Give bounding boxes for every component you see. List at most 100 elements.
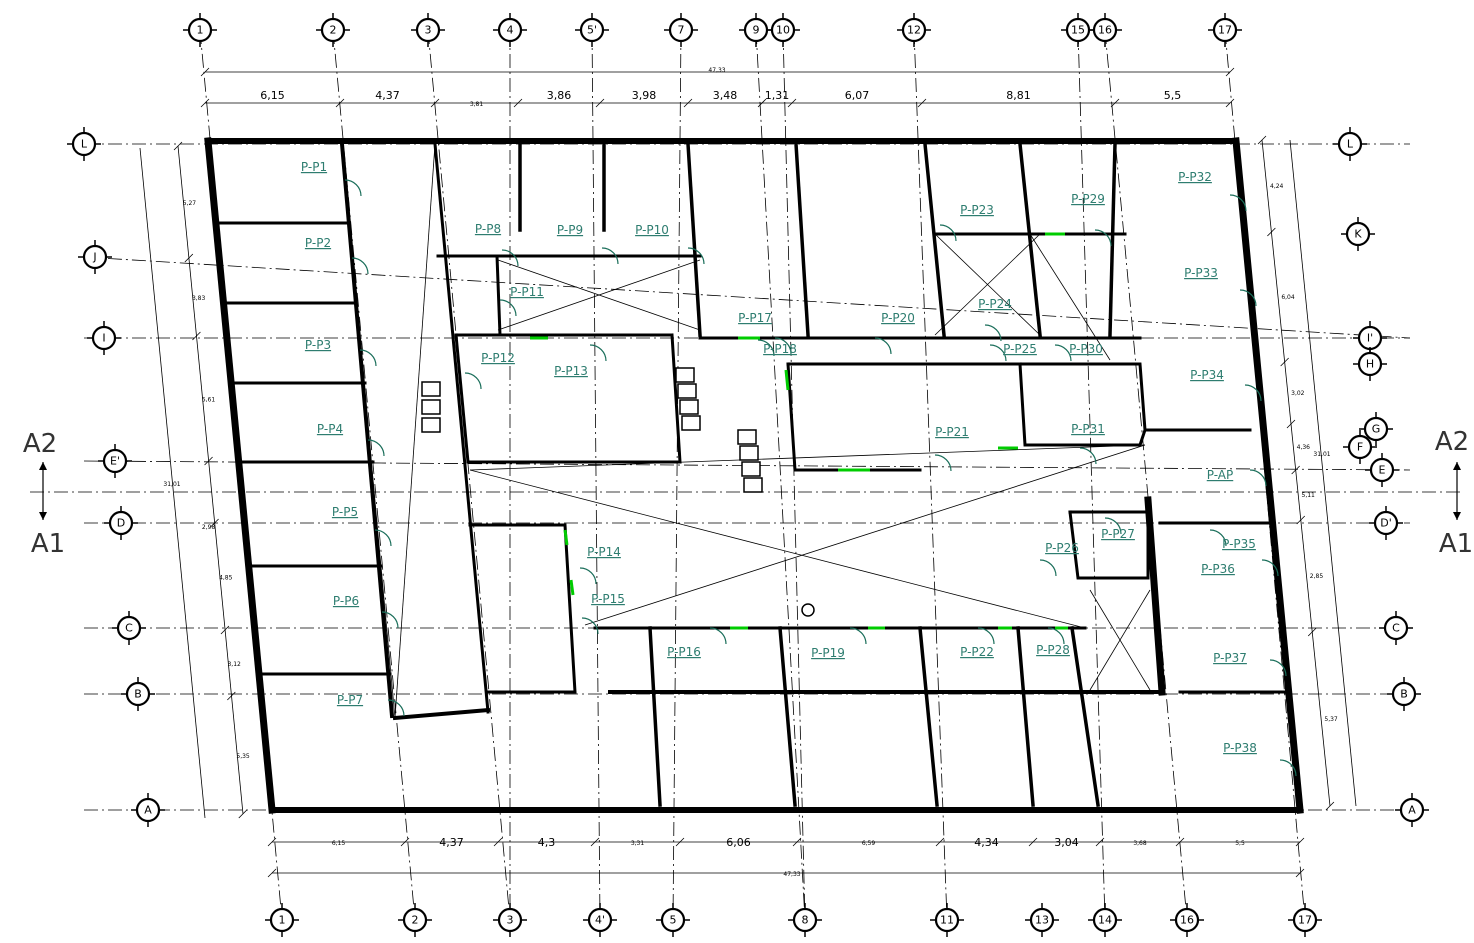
door: P-P26 [1039, 541, 1079, 577]
dim-bottom: 5,5 [1235, 840, 1245, 847]
door-swing-arc [1209, 529, 1227, 547]
axis-label: 5' [587, 24, 597, 37]
dim-tick [227, 691, 236, 701]
axis-label: F [1357, 441, 1363, 454]
axis-label: C [1392, 622, 1400, 635]
door-label: P-P19 [811, 646, 845, 660]
door-swing-arc [1054, 344, 1072, 362]
door-swing-arc [874, 337, 892, 355]
void-cross [497, 259, 701, 331]
dim-tick [675, 837, 685, 847]
door-swing-arc [387, 699, 405, 717]
right-axis-bubble: G [1359, 412, 1393, 446]
atrium-line [584, 444, 1146, 626]
axis-label: 2 [330, 24, 337, 37]
door-label: P-P9 [557, 223, 583, 237]
door-label: P-P25 [1003, 342, 1037, 356]
room-outline [786, 362, 1252, 432]
door-label: P-P10 [635, 223, 669, 237]
axis-label: G [1372, 423, 1381, 436]
axis-label: 2 [412, 914, 419, 927]
dim-top: 6,07 [845, 89, 870, 102]
door: P-P13 [554, 344, 607, 378]
dim-line-left [177, 145, 244, 815]
door: P-P11 [499, 285, 544, 317]
bottom-axis-bubble: 14 [1088, 903, 1122, 937]
atrium-line [341, 143, 396, 719]
dim-tick [1286, 419, 1296, 429]
atrium-line [469, 444, 1146, 471]
right-axis-bubble: L [1333, 127, 1367, 161]
dim-tick [1280, 357, 1289, 367]
door-swing-arc [1269, 659, 1287, 677]
column-circle [801, 603, 815, 617]
vertical-gridline [427, 29, 511, 921]
left-axis-bubble: B [121, 677, 155, 711]
door-swing-arc [581, 617, 599, 635]
axis-label: 4' [595, 914, 605, 927]
door-label: P-P22 [960, 645, 994, 659]
door-swing-arc [344, 179, 362, 197]
door-swing-arc [381, 611, 399, 629]
right-axis-bubble: K [1341, 217, 1375, 251]
door-swing-arc [1239, 289, 1257, 307]
fixture-box [675, 367, 695, 383]
door-label: P-P17 [738, 311, 772, 325]
bottom-axis-bubble: 3 [493, 903, 527, 937]
door: P-P34 [1190, 368, 1262, 402]
door-label: P-AP [1207, 468, 1233, 482]
vertical-gridline [591, 29, 601, 921]
dim-top: 3,81 [470, 101, 484, 108]
door: P-P38 [1223, 741, 1297, 777]
dim-bottom: 3,68 [1133, 840, 1147, 847]
door: P-P15 [581, 592, 625, 635]
door: P-P4 [317, 422, 385, 457]
dim-bottom: 6,59 [862, 840, 876, 847]
room-outline [468, 523, 577, 694]
door-swing-arc [367, 439, 385, 457]
door-label: P-P14 [587, 545, 621, 559]
top-axis-bubble: 5' [575, 13, 609, 47]
door-swing-arc [849, 627, 867, 645]
door: P-AP [1207, 468, 1267, 487]
right-axis-bubble: E [1365, 453, 1399, 487]
axis-label: 8 [802, 914, 809, 927]
dim-left: 5,27 [183, 200, 197, 207]
green-opening [563, 529, 569, 546]
dim-total-right: 31,01 [1313, 451, 1330, 458]
axis-label: 3 [425, 24, 432, 37]
door: P-P5 [332, 505, 392, 547]
axis-label: L [1347, 138, 1354, 151]
door-swing-arc [1079, 447, 1097, 465]
top-axis-bubble: 2 [316, 13, 350, 47]
door-swing-arc [1104, 517, 1122, 535]
dim-tick [935, 837, 945, 847]
dim-tick [430, 98, 440, 108]
door: P-P33 [1184, 266, 1257, 307]
dim-tick [590, 837, 600, 847]
dim-bottom: 6,06 [726, 836, 751, 849]
outer-wall-left [204, 137, 276, 814]
door: P-P28 [1036, 627, 1070, 657]
dim-top: 5,5 [1164, 89, 1182, 102]
dim-right: 5,11 [1302, 492, 1316, 499]
section-mark-right-top: A2 [1435, 427, 1469, 457]
axis-label: 16 [1098, 24, 1112, 37]
door-swing-arc [774, 337, 792, 355]
green-opening [784, 369, 790, 391]
top-axis-bubble: 15 [1061, 13, 1095, 47]
atrium-line [469, 469, 1086, 629]
door: P-P23 [939, 203, 994, 242]
atrium-line [394, 143, 436, 719]
room-divider [918, 626, 939, 807]
dim-line-right [1261, 139, 1331, 807]
right-axis-bubble: D' [1369, 506, 1403, 540]
dim-left: 4,85 [219, 575, 233, 582]
door-swing-arc [601, 247, 619, 265]
dim-right: 4,36 [1297, 444, 1311, 451]
right-axis-bubble: F [1343, 430, 1377, 464]
green-opening [569, 579, 575, 596]
door-label: P-P36 [1201, 562, 1235, 576]
axis-label: 7 [678, 24, 685, 37]
